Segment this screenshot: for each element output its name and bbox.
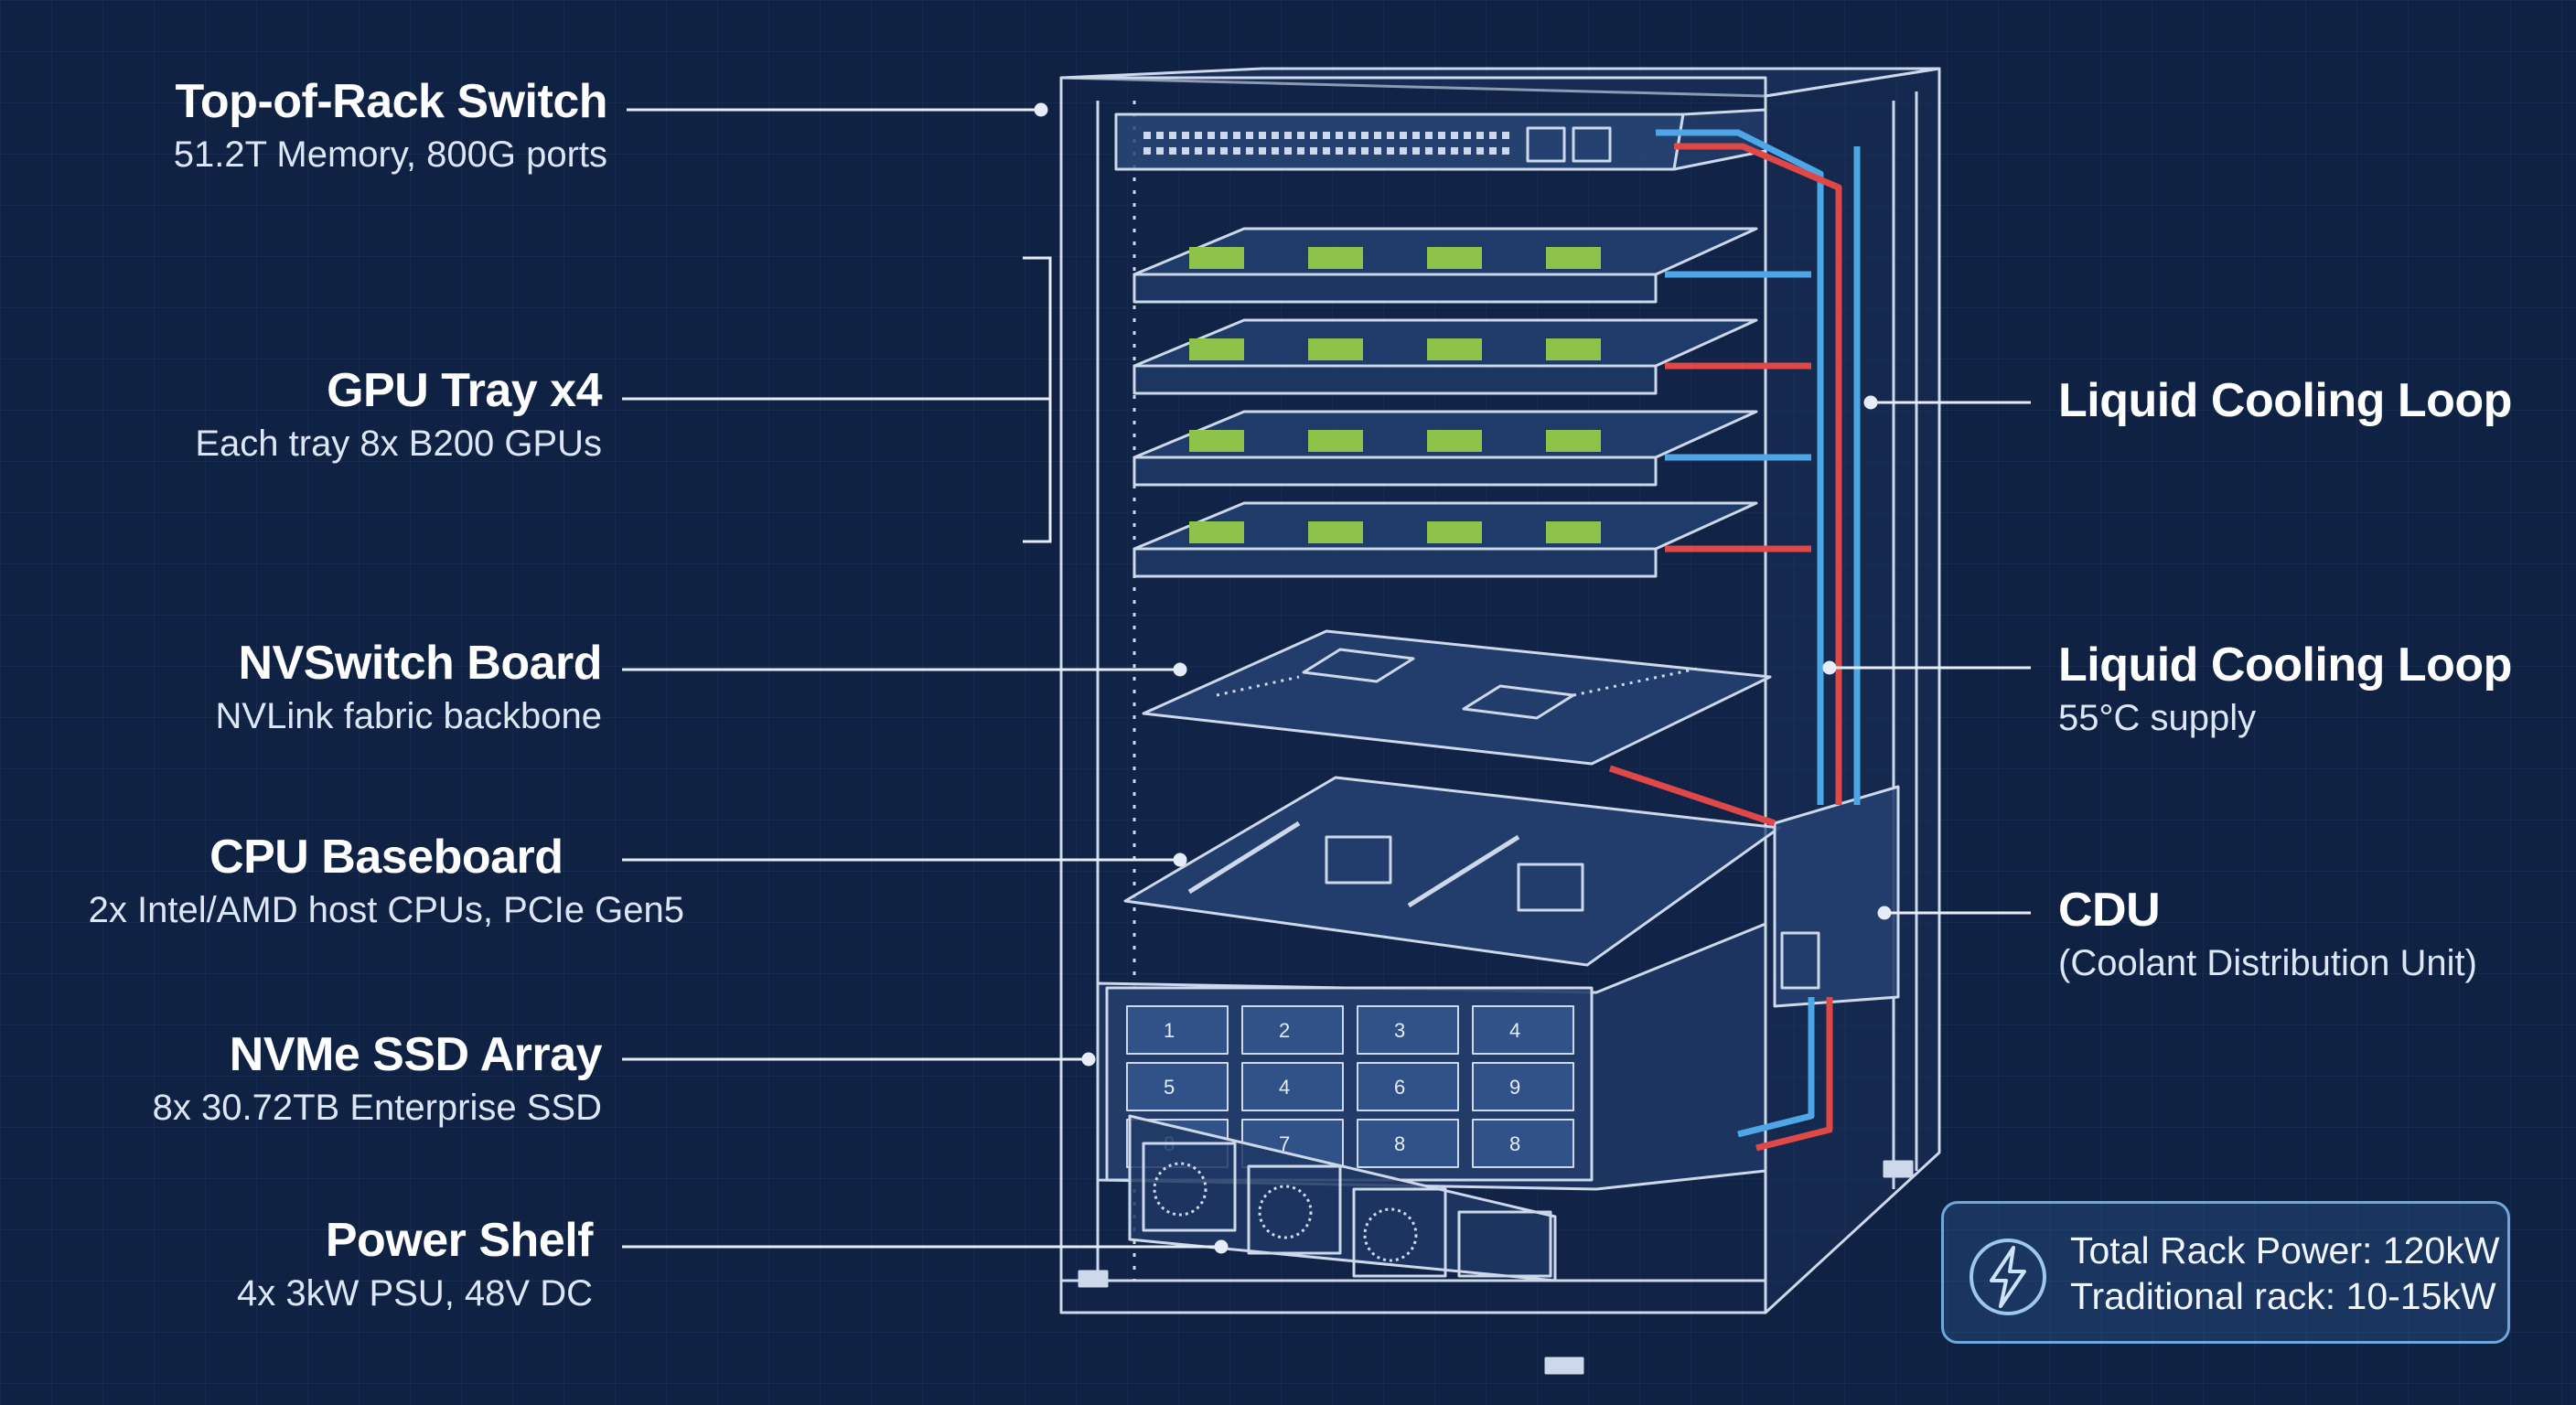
- label-title: CPU Baseboard: [209, 831, 564, 884]
- label-subtitle: 4x 3kW PSU, 48V DC: [236, 1273, 593, 1314]
- label-title: Top-of-Rack Switch: [175, 75, 608, 128]
- label-subtitle: 8x 30.72TB Enterprise SSD: [152, 1088, 602, 1129]
- label-subtitle: 51.2T Memory, 800G ports: [173, 134, 607, 176]
- ssd-bay-number: 8: [1509, 1132, 1520, 1155]
- label-title: Liquid Cooling Loop: [2058, 638, 2512, 692]
- ssd-bay-number: 1: [1164, 1019, 1175, 1042]
- ssd-bay: [1472, 1119, 1574, 1168]
- label-gpu-tray: GPU Tray x4 Each tray 8x B200 GPUs: [195, 362, 602, 467]
- power-text: Total Rack Power: 120kW Traditional rack…: [2070, 1228, 2499, 1319]
- lightning-bolt-icon: [1970, 1239, 2046, 1315]
- rack-frame-side: [1764, 67, 1941, 1314]
- gpu-tray-3: [1132, 410, 1758, 487]
- ssd-bay: [1472, 1062, 1574, 1111]
- label-cpu-baseboard: CPU Baseboard 2x Intel/AMD host CPUs, PC…: [89, 829, 684, 933]
- ssd-bay-number: 6: [1394, 1076, 1405, 1099]
- ssd-bay-number: 9: [1509, 1076, 1520, 1099]
- ssd-bay: [1357, 1005, 1459, 1055]
- ssd-bay-number: 8: [1394, 1132, 1405, 1155]
- total-power-callout: Total Rack Power: 120kW Traditional rack…: [1941, 1201, 2510, 1344]
- top-of-rack-switch-unit: [1114, 108, 1767, 171]
- coolant-pipes: [1608, 129, 1861, 1152]
- ssd-bay-number: 2: [1279, 1019, 1290, 1042]
- gpu-tray-2: [1132, 318, 1758, 395]
- gpu-tray-4: [1132, 501, 1758, 578]
- power-shelf-unit: [1128, 1114, 1557, 1282]
- ssd-bay-number: 5: [1164, 1076, 1175, 1099]
- label-subtitle: 2x Intel/AMD host CPUs, PCIe Gen5: [88, 890, 684, 931]
- label-power-shelf: Power Shelf 4x 3kW PSU, 48V DC: [236, 1212, 594, 1316]
- cdu-unit: [1773, 785, 1900, 1008]
- ssd-bay: [1241, 1005, 1344, 1055]
- label-title: GPU Tray x4: [327, 364, 602, 417]
- label-title: NVSwitch Board: [238, 637, 603, 690]
- ssd-bay: [1357, 1119, 1459, 1168]
- label-title: Power Shelf: [325, 1214, 594, 1267]
- ssd-bay: [1241, 1062, 1344, 1111]
- ssd-bay: [1126, 1062, 1229, 1111]
- label-subtitle: NVLink fabric backbone: [215, 696, 602, 737]
- nvswitch-board: [1142, 629, 1772, 766]
- ssd-bay: [1472, 1005, 1574, 1055]
- ssd-bay: [1126, 1005, 1229, 1055]
- total-rack-power: Total Rack Power: 120kW: [2070, 1229, 2500, 1271]
- ssd-bay: [1357, 1062, 1459, 1111]
- ssd-bay-number: 7: [1279, 1132, 1290, 1155]
- label-liquid-cooling-loop-2: Liquid Cooling Loop 55°C supply: [2058, 637, 2512, 741]
- ssd-bay-number: 3: [1394, 1019, 1405, 1042]
- ssd-bay-number: 4: [1509, 1019, 1520, 1042]
- label-subtitle: 55°C supply: [2058, 698, 2257, 739]
- label-title: Liquid Cooling Loop: [2058, 374, 2512, 427]
- label-title: CDU: [2058, 884, 2161, 937]
- label-subtitle: (Coolant Distribution Unit): [2058, 943, 2477, 984]
- label-nvme-ssd-array: NVMe SSD Array 8x 30.72TB Enterprise SSD: [152, 1026, 603, 1131]
- traditional-rack-power: Traditional rack: 10-15kW: [2070, 1275, 2496, 1318]
- gpu-tray-1: [1132, 227, 1758, 304]
- label-liquid-cooling-loop-1: Liquid Cooling Loop: [2058, 372, 2512, 429]
- label-top-of-rack-switch: Top-of-Rack Switch 51.2T Memory, 800G po…: [173, 73, 608, 177]
- label-nvswitch-board: NVSwitch Board NVLink fabric backbone: [215, 635, 603, 739]
- label-cdu: CDU (Coolant Distribution Unit): [2058, 882, 2477, 986]
- label-subtitle: Each tray 8x B200 GPUs: [195, 424, 602, 465]
- label-title: NVMe SSD Array: [229, 1028, 603, 1081]
- ssd-bay-number: 4: [1279, 1076, 1290, 1099]
